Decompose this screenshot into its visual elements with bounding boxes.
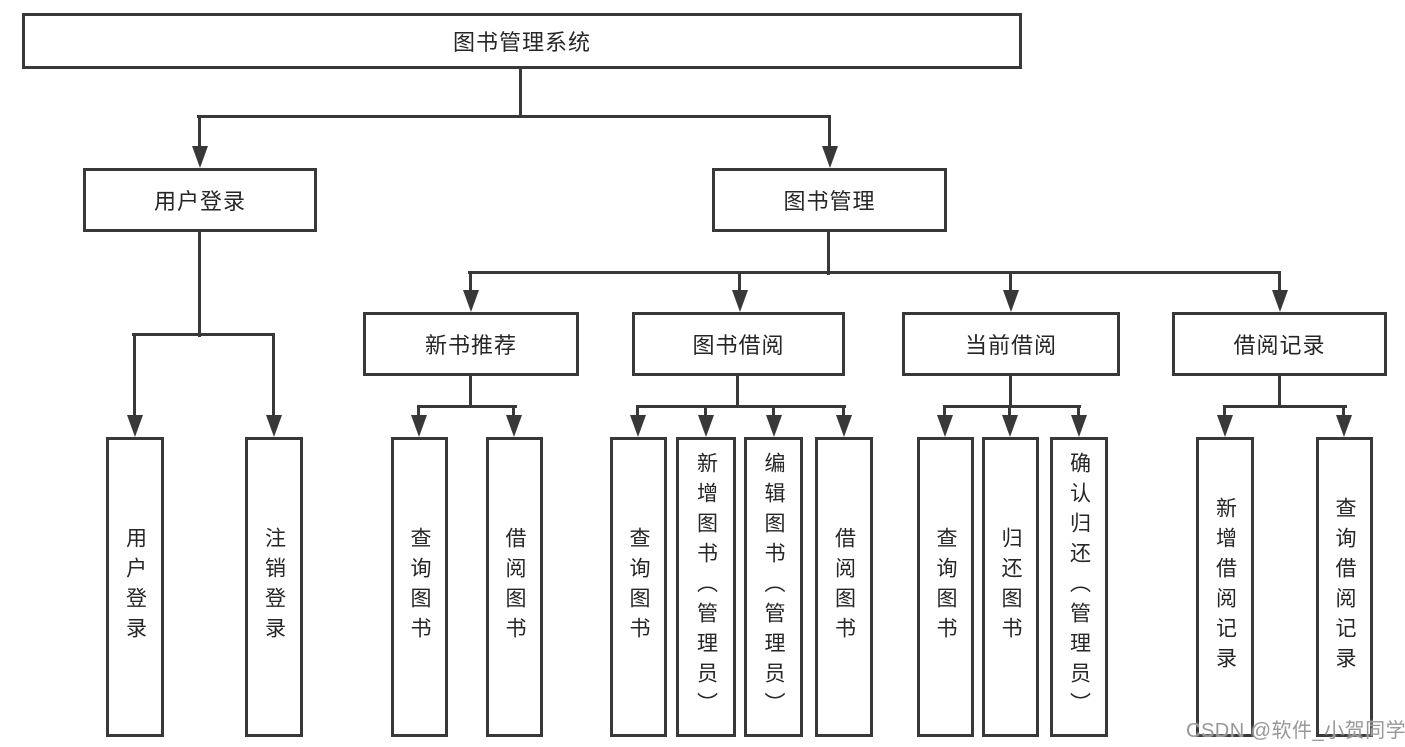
- node-label: 确认归还（管理员）: [1067, 452, 1091, 722]
- connector-line: [738, 271, 741, 293]
- connector-line: [1009, 376, 1012, 408]
- node-leaf-borrow-books-recommend: 借阅图书: [486, 437, 543, 737]
- node-user-login: 用户登录: [83, 168, 317, 232]
- node-leaf-query-books-current: 查询图书: [917, 437, 974, 737]
- connector-line: [704, 405, 707, 418]
- connector-line: [1342, 405, 1345, 418]
- arrow-down-icon: [1002, 415, 1018, 437]
- connector-line: [417, 405, 517, 408]
- connector-line: [1223, 405, 1226, 418]
- arrow-down-icon: [1272, 290, 1288, 312]
- arrow-down-icon: [630, 415, 646, 437]
- node-label: 用户登录: [153, 189, 246, 214]
- arrow-down-icon: [822, 146, 838, 168]
- node-label: 借阅记录: [1233, 333, 1326, 358]
- connector-line: [1008, 405, 1011, 418]
- connector-line: [1278, 271, 1281, 293]
- node-leaf-query-borrow-record: 查询借阅记录: [1316, 437, 1373, 737]
- arrow-down-icon: [1003, 290, 1019, 312]
- node-leaf-confirm-return-admin: 确认归还（管理员）: [1050, 437, 1108, 737]
- connector-line: [468, 271, 1281, 274]
- connector-line: [943, 405, 946, 418]
- arrow-down-icon: [411, 415, 427, 437]
- connector-line: [827, 232, 830, 275]
- node-leaf-query-books-recommend: 查询图书: [391, 437, 448, 737]
- connector-line: [132, 333, 275, 336]
- node-label: 编辑图书（管理员）: [762, 452, 785, 722]
- node-label: 查询图书: [627, 527, 650, 647]
- node-leaf-logout: 注销登录: [245, 437, 303, 737]
- node-label: 查询借阅记录: [1333, 497, 1356, 677]
- connector-line: [842, 405, 845, 418]
- arrow-down-icon: [1071, 415, 1087, 437]
- connector-line: [1278, 376, 1281, 408]
- node-label: 图书管理: [783, 189, 876, 214]
- node-label: 借阅图书: [503, 527, 526, 647]
- node-label: 注销登录: [262, 527, 286, 647]
- node-leaf-add-borrow-record: 新增借阅记录: [1196, 437, 1254, 737]
- arrow-down-icon: [836, 415, 852, 437]
- connector-line: [1223, 405, 1347, 408]
- arrow-down-icon: [766, 415, 782, 437]
- node-label: 借阅图书: [832, 527, 856, 647]
- connector-line: [272, 333, 275, 417]
- node-leaf-edit-book-admin: 编辑图书（管理员）: [744, 437, 803, 737]
- connector-line: [736, 376, 739, 408]
- arrow-down-icon: [506, 415, 522, 437]
- node-leaf-add-book-admin: 新增图书（管理员）: [676, 437, 736, 737]
- node-borrowing-records: 借阅记录: [1172, 312, 1387, 376]
- arrow-down-icon: [192, 146, 208, 168]
- connector-line: [469, 376, 472, 408]
- node-leaf-return-books: 归还图书: [982, 437, 1039, 737]
- node-label: 查询图书: [934, 527, 957, 647]
- connector-line: [133, 333, 136, 417]
- node-label: 新增借阅记录: [1213, 497, 1237, 677]
- connector-line: [1009, 271, 1012, 293]
- connector-line: [197, 115, 831, 118]
- csdn-watermark: CSDN @软件_小贺同学: [1186, 720, 1405, 742]
- node-leaf-query-books-borrowing: 查询图书: [610, 437, 667, 737]
- connector-line: [198, 232, 201, 337]
- arrow-down-icon: [127, 415, 143, 437]
- node-book-management: 图书管理: [712, 168, 947, 232]
- node-library-management-system: 图书管理系统: [22, 13, 1022, 69]
- connector-line: [943, 405, 1081, 408]
- connector-line: [198, 115, 201, 147]
- node-label: 图书借阅: [692, 333, 785, 358]
- node-label: 查询图书: [408, 527, 431, 647]
- connector-line: [519, 69, 522, 117]
- node-book-borrowing: 图书借阅: [632, 312, 845, 376]
- arrow-down-icon: [1217, 415, 1233, 437]
- node-label: 当前借阅: [964, 333, 1057, 358]
- connector-line: [772, 405, 775, 418]
- connector-line: [636, 405, 639, 418]
- node-label: 图书管理系统: [452, 30, 591, 55]
- arrow-down-icon: [732, 290, 748, 312]
- connector-line: [469, 271, 472, 293]
- connector-line: [512, 405, 515, 418]
- node-leaf-borrow-books-borrowing: 借阅图书: [815, 437, 873, 737]
- arrow-down-icon: [266, 415, 282, 437]
- arrow-down-icon: [1336, 415, 1352, 437]
- node-label: 新书推荐: [424, 333, 517, 358]
- node-label: 归还图书: [999, 527, 1022, 647]
- connector-line: [636, 405, 846, 408]
- arrow-down-icon: [463, 290, 479, 312]
- node-current-borrowing: 当前借阅: [902, 312, 1120, 376]
- arrow-down-icon: [698, 415, 714, 437]
- node-new-book-recommendation: 新书推荐: [363, 312, 579, 376]
- node-label: 新增图书（管理员）: [694, 452, 718, 722]
- node-label: 用户登录: [123, 527, 147, 647]
- connector-line: [1077, 405, 1080, 418]
- arrow-down-icon: [937, 415, 953, 437]
- node-leaf-user-login: 用户登录: [106, 437, 164, 737]
- connector-line: [828, 115, 831, 147]
- connector-line: [417, 405, 420, 418]
